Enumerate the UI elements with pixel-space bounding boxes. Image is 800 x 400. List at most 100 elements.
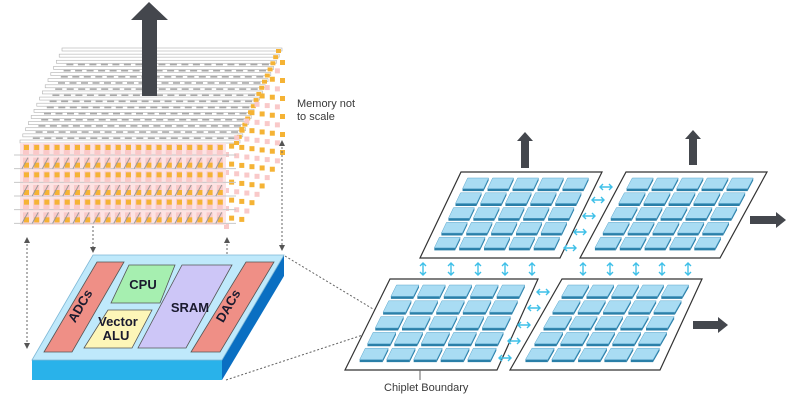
memory-bitline-segment	[64, 118, 72, 121]
memory-diagonal	[174, 212, 182, 224]
compute-tile	[603, 347, 634, 363]
compute-tile	[543, 316, 573, 331]
memory-cell	[75, 217, 80, 223]
memory-cell	[54, 145, 60, 150]
vertical-link-icon	[501, 262, 509, 276]
memory-bitline-segment	[95, 100, 103, 103]
memory-bitline-segment	[109, 69, 117, 72]
memory-diagonal	[143, 157, 151, 169]
compute-tile	[401, 316, 431, 331]
memory-bitline-segment	[190, 118, 198, 121]
memory-side-cell	[280, 78, 285, 83]
memory-wordline	[56, 59, 277, 64]
memory-side-cell	[274, 86, 280, 92]
vertical-link-icon	[474, 262, 482, 276]
horizontal-link-icon	[507, 337, 521, 345]
memory-side-cell	[249, 110, 255, 116]
memory-bitline-segment	[196, 82, 203, 84]
memory-bitline-segment	[182, 137, 190, 139]
memory-side-cell	[280, 114, 285, 119]
memory-bitline-segment	[162, 131, 170, 133]
chiplet	[578, 171, 769, 259]
memory-bitline-segment	[233, 76, 241, 78]
memory-side-cell	[254, 101, 260, 107]
memory-wordline	[19, 139, 241, 144]
compute-tile	[619, 236, 647, 251]
vertical-link-icon	[579, 262, 587, 276]
memory-cell	[256, 91, 262, 96]
memory-bitline-segment	[219, 82, 226, 84]
memory-bitline-segment	[236, 94, 244, 97]
memory-bitline-segment	[170, 88, 178, 90]
memory-cell	[54, 199, 60, 205]
memory-bitline-segment	[193, 88, 201, 90]
memory-bitline-segment	[173, 82, 180, 84]
memory-bitline-segment	[127, 82, 134, 84]
compute-tile	[533, 236, 561, 251]
memory-diagonal	[113, 212, 121, 224]
memory-bitline-segment	[124, 88, 132, 90]
memory-front-face	[20, 143, 226, 225]
memory-diagonal	[174, 184, 182, 197]
memory-wordline	[25, 127, 246, 132]
memory-cell	[166, 145, 172, 150]
compute-tile	[669, 236, 697, 251]
memory-cell	[34, 145, 40, 150]
compute-tile	[726, 177, 754, 192]
memory-bitline-segment	[156, 118, 164, 121]
memory-side-cell	[234, 135, 240, 141]
memory-side-cell	[280, 132, 285, 137]
compute-tile	[448, 207, 475, 221]
memory-cell	[24, 190, 29, 195]
memory-cell	[44, 217, 50, 223]
horizontal-link-icon	[599, 183, 613, 191]
memory-side-cell	[269, 148, 275, 154]
memory-bitline-segment	[178, 69, 186, 72]
memory-bitline-segment	[78, 137, 86, 139]
compute-tile	[701, 177, 729, 192]
compute-tile	[602, 300, 632, 315]
memory-diagonal	[205, 157, 213, 169]
memory-cell	[166, 217, 172, 223]
memory-bitline-segment	[173, 131, 181, 133]
compute-tile	[677, 222, 705, 236]
memory-bitline-segment	[133, 118, 141, 121]
horizontal-link-icon	[536, 288, 550, 296]
memory-bitline-segment	[104, 106, 112, 109]
memory-bitline-segment	[222, 125, 230, 127]
memory-bitline-segment	[66, 63, 74, 66]
memory-cell	[64, 217, 70, 223]
memory-bitline-segment	[83, 76, 91, 78]
compute-tile	[455, 316, 485, 331]
compute-tile	[367, 332, 397, 347]
memory-side-cell	[234, 171, 240, 177]
memory-cell	[187, 217, 193, 223]
compute-tile	[668, 192, 696, 206]
memory-bitline-segment	[230, 82, 238, 84]
memory-diagonal	[92, 212, 100, 224]
memory-bitline-segment	[199, 125, 207, 127]
memory-cell	[44, 145, 50, 150]
compute-tile	[374, 316, 405, 331]
memory-cell	[105, 162, 111, 168]
memory-bitline-segment	[113, 112, 120, 115]
memory-side-cell	[244, 208, 250, 214]
chiplet	[344, 278, 539, 371]
compute-tile	[462, 300, 492, 315]
memory-side-cell	[234, 189, 240, 195]
memory-bitline-segment	[69, 106, 77, 109]
compute-tile	[627, 300, 657, 315]
compute-tile	[693, 192, 721, 206]
memory-side-cell	[269, 166, 275, 172]
memory-wordline	[33, 109, 255, 113]
memory-bitline-segment	[101, 112, 109, 115]
compute-tile	[443, 284, 473, 299]
memory-bitline-segment	[81, 82, 88, 84]
compute-tile	[586, 284, 615, 299]
memory-bitline-segment	[187, 76, 195, 78]
memory-bitline-segment	[61, 100, 69, 103]
memory-cell	[136, 217, 142, 223]
memory-diagonal	[133, 212, 141, 224]
memory-side-cell	[259, 165, 265, 171]
memory-side-cell	[224, 188, 229, 193]
